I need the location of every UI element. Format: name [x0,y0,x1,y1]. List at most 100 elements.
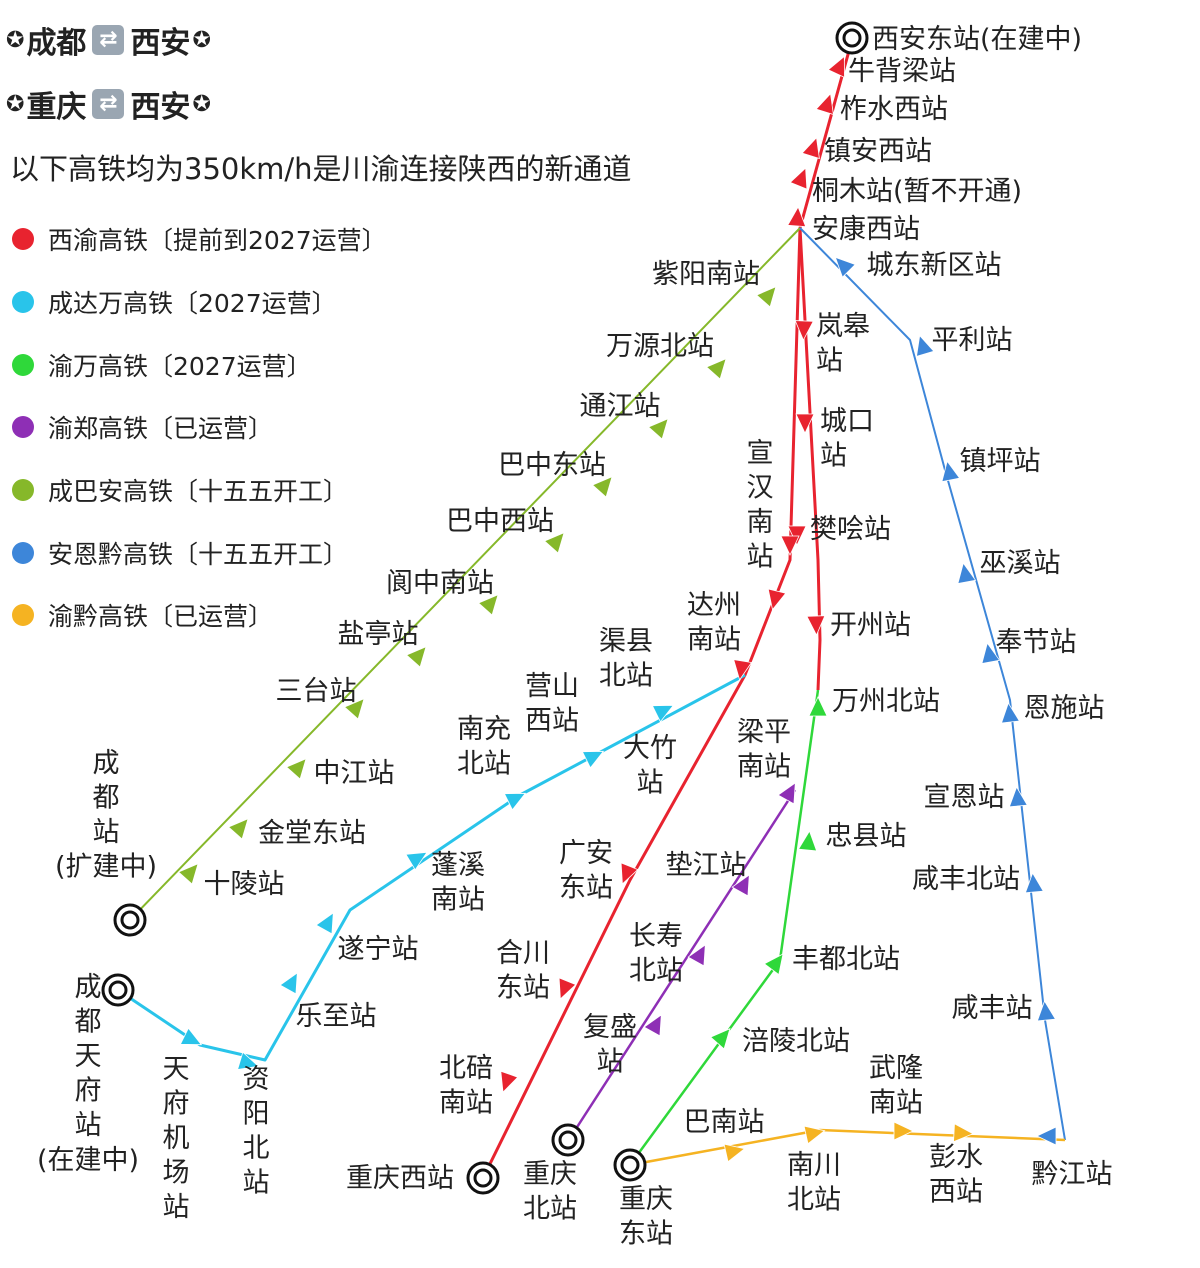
station-arrow-icon [789,167,808,190]
legend-item: 成巴安高铁〔十五五开工〕 [12,459,387,522]
station-arrow-icon [787,525,807,546]
rail-lines [117,39,1066,1179]
legend-label: 渝黔高铁〔已运营〕 [48,602,274,632]
terminal-label: 重庆东站 [619,1184,673,1250]
terminal-label: 成都站(扩建中) [55,748,157,883]
station-label: 阆中南站 [386,568,494,599]
station-label: 涪陵北站 [742,1026,850,1057]
station-label: 城口站 [820,406,874,472]
legend: 西渝高铁〔提前到2027运营〕 成达万高铁〔2027运营〕 渝万高铁〔2027运… [12,208,387,647]
station-arrow-icon [957,562,977,585]
station-label: 复盛站 [583,1012,637,1078]
station-label: 紫阳南站 [652,259,760,290]
station-arrow-icon [227,818,249,840]
station-label: 万源北站 [606,331,714,362]
station-arrow-icon [279,972,298,995]
terminal-core-icon [558,1130,578,1150]
station-arrow-icon [1036,1126,1057,1146]
station-arrow-icon [797,830,818,852]
terminal-core-icon [120,910,140,930]
station-label: 南充北站 [457,714,511,780]
terminal-core-icon [108,980,128,1000]
station-label: 巴中西站 [446,506,554,537]
station-label: 资阳北站 [243,1064,270,1199]
station-arrow-icon [723,1143,746,1163]
station-label: 渠县北站 [599,626,653,692]
star-icon: ✪ [6,91,25,117]
station-label: 三台站 [276,676,357,707]
station-label: 恩施站 [1024,693,1105,724]
terminal-core-icon [473,1168,493,1188]
station-label: 樊哙站 [810,514,891,545]
station-label: 咸丰站 [952,993,1033,1024]
terminal-core-icon [842,28,862,48]
terminal-label: 西安东站(在建中) [872,24,1082,55]
legend-label: 成巴安高铁〔十五五开工〕 [48,477,349,507]
legend-item: 成达万高铁〔2027运营〕 [12,271,387,334]
station-label: 忠县站 [826,821,907,852]
station-label: 中江站 [314,758,395,789]
station-arrow-icon [643,1014,662,1037]
station-label: 盐亭站 [338,619,419,650]
title-chengdu-xian: ✪ 成都 ⇄ 西安 ✪ [6,18,211,62]
legend-dot-icon [12,228,34,251]
station-arrow-icon [893,1121,914,1141]
swap-icon: ⇄ [92,25,125,55]
rail-line [799,227,1066,1141]
station-label: 长寿北站 [629,921,683,987]
legend-label: 西渝高铁〔提前到2027运营〕 [48,226,387,256]
station-arrow-icon [177,863,199,885]
station-label: 彭水西站 [929,1142,983,1208]
station-label: 城东新区站 [867,250,1002,281]
station-arrow-icon [709,1027,731,1050]
title2-to: 西安 [130,90,191,125]
station-arrow-icon [777,782,796,805]
station-arrow-icon [787,206,807,228]
station-label: 乐至站 [296,1001,377,1032]
station-label: 合川东站 [496,938,550,1004]
station-label: 达州南站 [687,590,741,656]
station-label: 营山西站 [525,671,579,737]
station-label: 大竹站 [623,733,677,799]
station-labels: 牛背梁站柞水西站镇安西站桐木站(暂不开通)安康西站岚皋站城口站樊哙站宣汉南站达州… [37,24,1113,1250]
star-icon: ✪ [192,91,211,117]
terminal-label: 重庆北站 [523,1159,577,1225]
station-arrow-icon [916,334,935,357]
station-label: 牛背梁站 [848,56,956,87]
station-label: 广安东站 [559,838,613,904]
station-arrow-icon [981,642,1001,665]
station-arrow-icon [647,418,669,440]
station-label: 宣汉南站 [747,438,774,573]
station-label: 遂宁站 [338,934,419,965]
station-arrow-icon [237,1051,260,1070]
legend-item: 西渝高铁〔提前到2027运营〕 [12,208,387,271]
station-label: 宣恩站 [924,782,1005,813]
station-arrow-icon [405,851,428,871]
title1-to: 西安 [130,26,191,61]
station-label: 咸丰北站 [912,864,1020,895]
terminal-core-icon [620,1155,640,1175]
station-arrow-icon [795,413,815,434]
station-arrow-icon [591,476,613,498]
station-arrow-icon [731,874,750,897]
station-label: 桐木站(暂不开通) [812,176,1022,207]
station-label: 平利站 [932,325,1013,356]
rail-line [129,227,801,921]
station-label: 北碚南站 [439,1053,493,1119]
station-label: 奉节站 [996,627,1077,658]
station-arrow-icon [806,615,826,636]
station-arrow-icon [815,92,834,116]
station-arrow-icon [808,696,828,717]
legend-label: 安恩黔高铁〔十五五开工〕 [48,539,349,569]
station-arrow-icon [651,704,675,723]
station-arrow-icon [834,256,856,278]
station-arrow-icon [1024,872,1044,894]
station-label: 丰都北站 [792,944,900,975]
legend-label: 成达万高铁〔2027运营〕 [48,289,337,319]
station-arrow-icon [500,1070,519,1093]
legend-item: 安恩黔高铁〔十五五开工〕 [12,521,387,584]
station-label: 镇坪站 [960,446,1041,477]
station-arrow-icon [1008,786,1028,808]
station-arrow-icon [543,532,565,554]
